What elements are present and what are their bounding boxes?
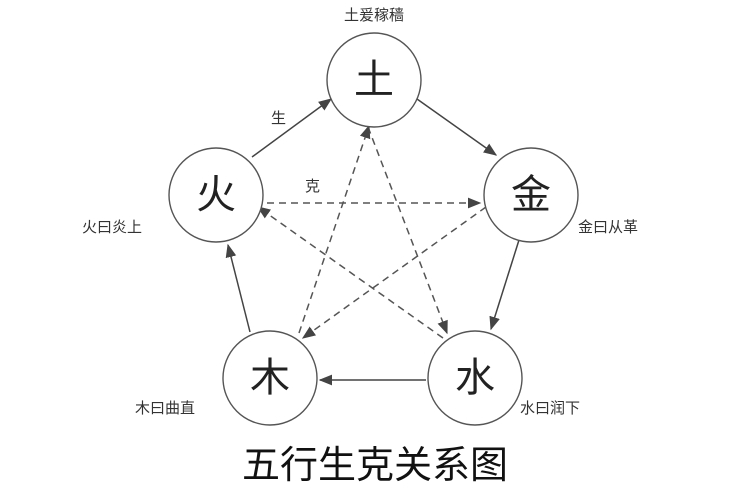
water-char: 水: [455, 355, 495, 401]
node-fire: 火: [168, 147, 264, 243]
node-wood: 木: [222, 330, 318, 426]
water-caption: 水曰润下: [520, 399, 580, 417]
arrow-metal-to-wood: [301, 206, 487, 339]
arrow-wood-to-earth: [298, 124, 371, 334]
diagram-title: 五行生克关系图: [242, 443, 508, 487]
node-water: 水: [427, 330, 523, 426]
generate-label: 生: [271, 109, 286, 127]
arrow-wood-to-fire: [225, 243, 251, 333]
fire-char: 火: [196, 172, 236, 218]
node-metal: 金: [483, 147, 579, 243]
node-earth: 土: [326, 32, 422, 128]
metal-char: 金: [511, 172, 551, 218]
earth-char: 土: [354, 57, 394, 103]
arrow-metal-to-water: [489, 239, 520, 331]
wood-char: 木: [250, 355, 290, 401]
metal-caption: 金曰从革: [578, 218, 638, 236]
arrow-water-to-fire: [256, 206, 444, 339]
fire-caption: 火曰炎上: [82, 218, 142, 236]
arrow-earth-to-metal: [416, 98, 498, 156]
arrow-fire-to-earth: [251, 98, 333, 158]
earth-caption: 土爰稼穑: [344, 6, 404, 24]
wood-caption: 木曰曲直: [135, 399, 195, 417]
overcome-label: 克: [305, 177, 320, 195]
arrow-earth-to-water: [367, 126, 448, 335]
